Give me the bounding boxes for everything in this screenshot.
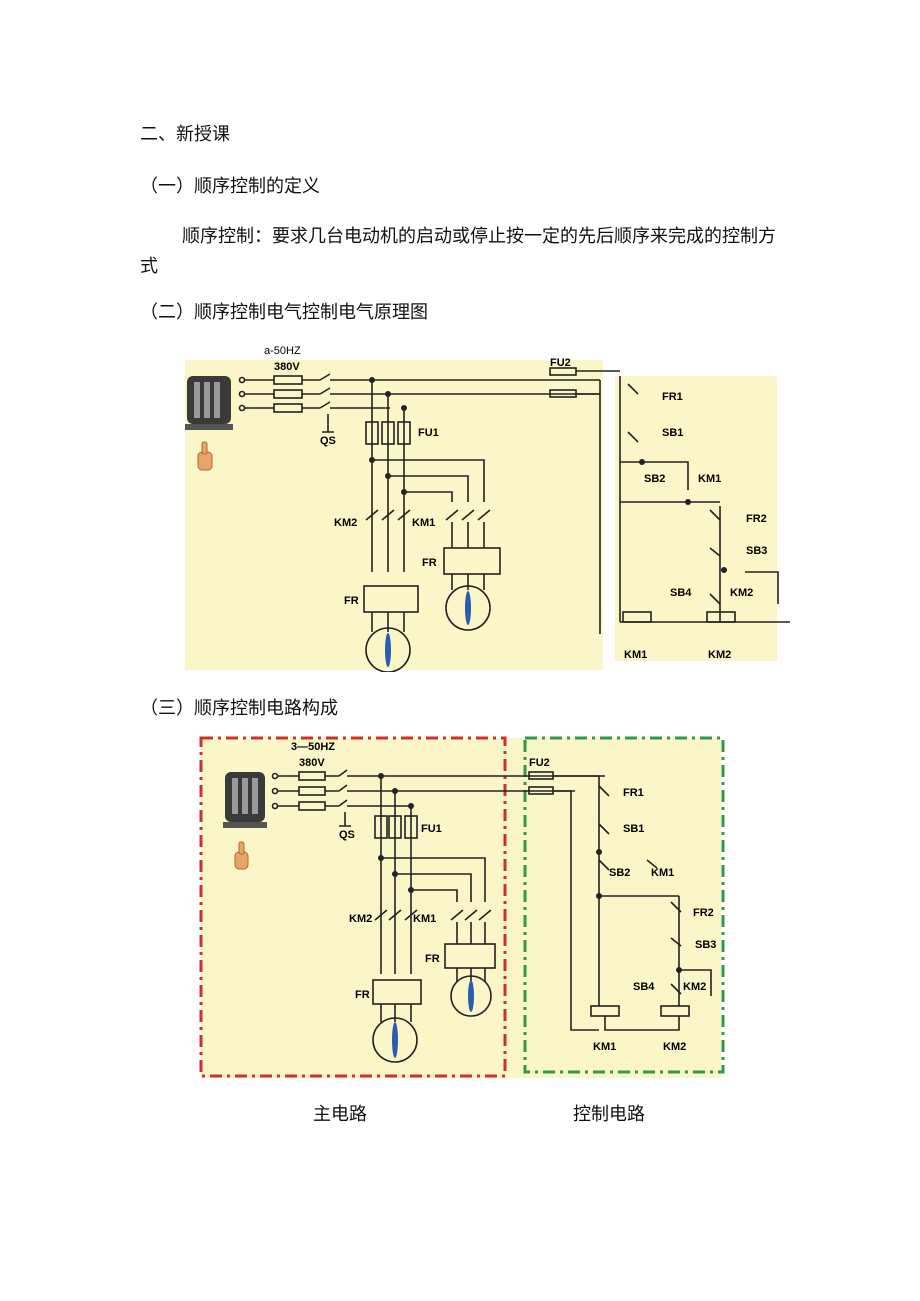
power-source-icon bbox=[223, 772, 267, 828]
control-circuit-border bbox=[523, 736, 725, 1074]
control-panel-background bbox=[615, 376, 777, 661]
composition-diagram: 3—50HZ 380V bbox=[199, 736, 725, 1078]
fan-icon bbox=[385, 591, 471, 667]
km2-contact-label: KM2 bbox=[683, 981, 706, 993]
fu2-label: FU2 bbox=[529, 757, 550, 769]
fan-icon bbox=[392, 980, 474, 1058]
fu2-label: FU2 bbox=[550, 357, 571, 369]
km2-coil-label: KM2 bbox=[663, 1041, 686, 1053]
km1-coil-label: KM1 bbox=[593, 1041, 616, 1053]
sb1-label: SB1 bbox=[623, 823, 644, 835]
heading-definition: （一）顺序控制的定义 bbox=[140, 176, 320, 197]
main-circuit-border bbox=[199, 736, 507, 1078]
pointing-hand-icon bbox=[197, 441, 213, 471]
frequency-label: a-50HZ bbox=[264, 345, 301, 357]
sb3-label: SB3 bbox=[746, 545, 767, 557]
voltage-label: 380V bbox=[274, 361, 300, 373]
main-circuit-caption: 主电路 bbox=[313, 1104, 367, 1125]
km1-main-label: KM1 bbox=[413, 913, 436, 925]
fr1-label: FR1 bbox=[623, 787, 644, 799]
voltage-label: 380V bbox=[299, 757, 325, 769]
km2-contact-label: KM2 bbox=[730, 587, 753, 599]
main-circuit-background bbox=[201, 738, 721, 1078]
heading-new-lesson: 二、新授课 bbox=[140, 124, 230, 145]
sb2-label: SB2 bbox=[644, 473, 665, 485]
km2-main-label: KM2 bbox=[334, 517, 357, 529]
sb4-label: SB4 bbox=[670, 587, 692, 599]
main-panel-background bbox=[185, 360, 603, 670]
fr2-label: FR2 bbox=[693, 907, 714, 919]
sb3-label: SB3 bbox=[695, 939, 716, 951]
fr-upper-label: FR bbox=[422, 557, 437, 569]
pointing-hand-icon bbox=[234, 841, 249, 870]
sb1-label: SB1 bbox=[662, 427, 683, 439]
fr2-label: FR2 bbox=[746, 513, 767, 525]
km1-contact-label: KM1 bbox=[651, 867, 674, 879]
km2-coil-label: KM2 bbox=[708, 649, 731, 661]
control-circuit-caption: 控制电路 bbox=[573, 1104, 645, 1125]
frequency-label: 3—50HZ bbox=[291, 741, 335, 753]
heading-schematic: （二）顺序控制电气控制电气原理图 bbox=[140, 302, 428, 323]
qs-label: QS bbox=[320, 435, 336, 447]
sb2-label: SB2 bbox=[609, 867, 630, 879]
sb4-label: SB4 bbox=[633, 981, 655, 993]
fu1-label: FU1 bbox=[418, 427, 439, 439]
km1-main-label: KM1 bbox=[412, 517, 435, 529]
fr-lower-label: FR bbox=[344, 595, 359, 607]
definition-paragraph: 顺序控制：要求几台电动机的启动或停止按一定的先后顺序来完成的控制方式 bbox=[140, 226, 776, 277]
km1-contact-label: KM1 bbox=[698, 473, 721, 485]
fr-lower-label: FR bbox=[355, 989, 370, 1001]
heading-composition: （三）顺序控制电路构成 bbox=[140, 698, 338, 719]
schematic-diagram: a-50HZ 380V bbox=[185, 345, 790, 672]
km2-main-label: KM2 bbox=[349, 913, 372, 925]
fr1-label: FR1 bbox=[662, 391, 683, 403]
fu1-label: FU1 bbox=[421, 823, 442, 835]
km1-coil-label: KM1 bbox=[624, 649, 647, 661]
fr-upper-label: FR bbox=[425, 953, 440, 965]
qs-label: QS bbox=[339, 829, 355, 841]
power-source-icon bbox=[185, 376, 233, 430]
